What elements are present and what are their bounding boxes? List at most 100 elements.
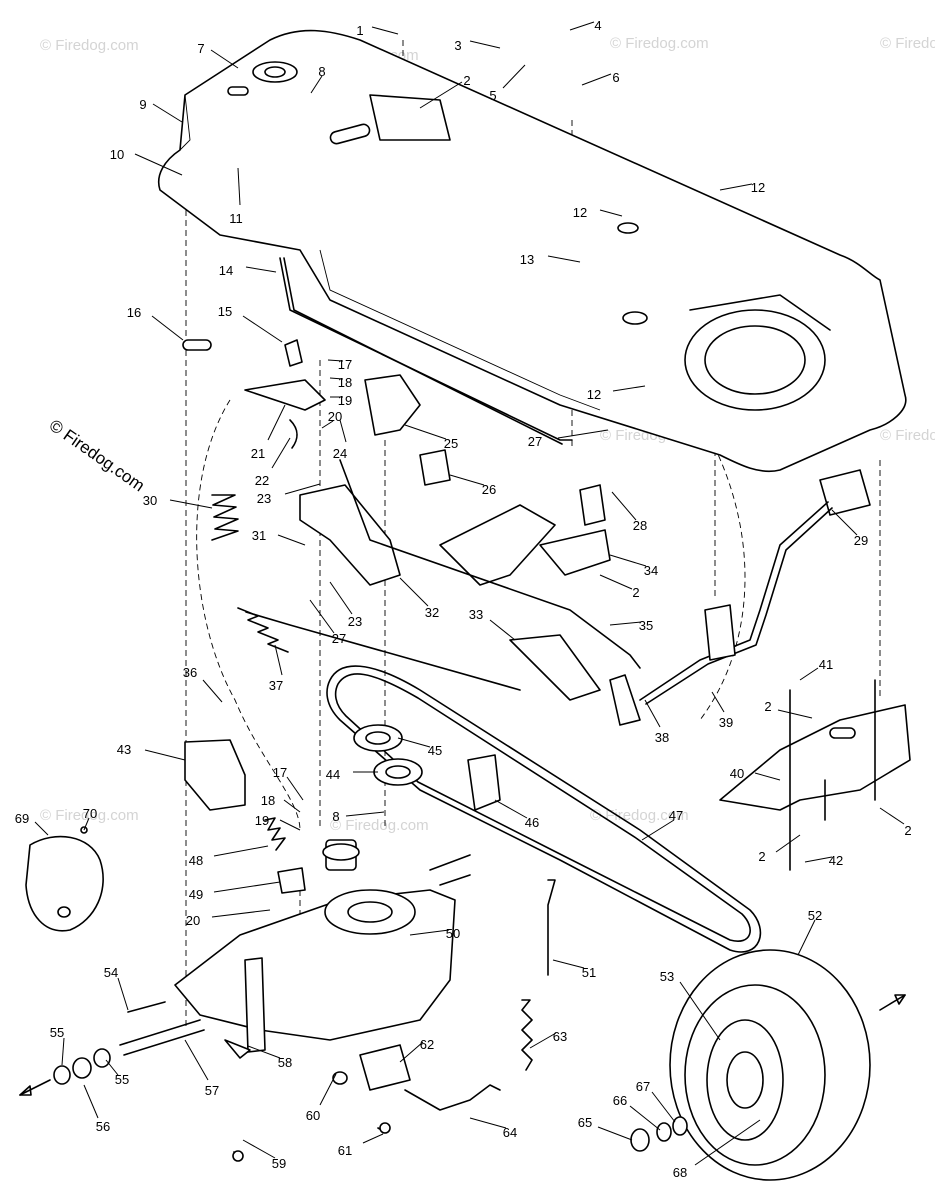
callout-number: 17 [338,357,352,372]
callout-leader-line [286,776,304,801]
callout-leader-line [34,821,49,836]
callout-number: 15 [218,304,232,319]
callout-number: 40 [730,766,744,781]
callout-number: 23 [257,491,271,506]
callout-leader-line [321,420,334,429]
callout-leader-line [679,981,721,1041]
callout-number: 52 [808,908,822,923]
callout-number: 70 [83,806,97,821]
callout-number: 57 [205,1083,219,1098]
callout-leader-line [609,621,642,626]
callout-number: 16 [127,305,141,320]
callout-leader-line [213,881,281,893]
callout-leader-line [237,167,241,206]
callout-number: 68 [673,1165,687,1180]
callout-leader-line [797,919,816,956]
callout-leader-line [144,749,186,761]
callout-leader-line [494,799,528,819]
callout-number: 9 [139,97,146,112]
callout-leader-line [611,491,637,521]
callout-leader-line [694,1119,761,1166]
callout-number: 4 [594,18,601,33]
callout-leader-line [277,534,306,546]
callout-number: 46 [525,815,539,830]
callout-leader-line [547,255,581,263]
callout-number: 12 [573,205,587,220]
callout-number: 45 [428,743,442,758]
callout-number: 2 [904,823,911,838]
watermark-main: © Firedog.com [46,416,148,496]
callout-number: 44 [326,767,340,782]
callout-leader-line [399,1041,424,1063]
callout-number: 12 [587,387,601,402]
callout-leader-line [371,26,399,35]
callout-leader-line [245,266,277,273]
callout-leader-line [831,509,858,536]
callout-leader-line [213,845,269,857]
callout-number: 2 [764,699,771,714]
callout-number: 51 [582,965,596,980]
callout-leader-line [599,574,633,590]
callout-leader-line [609,554,647,567]
callout-number: 18 [261,793,275,808]
callout-number: 35 [639,618,653,633]
callout-number: 20 [186,913,200,928]
callout-number: 37 [269,678,283,693]
callout-leader-line [279,819,301,831]
callout-number: 22 [255,473,269,488]
callout-number: 54 [104,965,118,980]
callout-leader-line [210,49,239,69]
callout-number: 42 [829,853,843,868]
callout-leader-line [283,799,301,813]
callout-leader-line [489,619,516,641]
callout-leader-line [83,817,90,831]
callout-leader-line [502,64,526,89]
callout-leader-line [329,581,353,615]
callout-leader-line [641,819,675,841]
callout-leader-line [719,183,753,191]
watermark-text: © Firedog.com [330,817,429,834]
callout-leader-line [599,209,623,217]
watermark-text: © Firedog.com [40,37,139,54]
callout-leader-line [310,75,323,94]
callout-number: 11 [229,211,243,226]
callout-number: 59 [272,1156,286,1171]
callout-number: 5 [489,88,496,103]
callout-number: 56 [96,1119,110,1134]
callout-number: 10 [110,147,124,162]
callout-number: 13 [520,252,534,267]
callout-number: 2 [758,849,765,864]
callout-number: 7 [197,41,204,56]
callout-number: 3 [454,38,461,53]
callout-leader-line [339,419,347,443]
callout-leader-line [184,1039,209,1081]
callout-leader-line [557,429,609,439]
belt-and-pulleys [184,665,762,953]
callout-leader-line [152,103,183,123]
callout-number: 60 [306,1108,320,1123]
callout-leader-line [775,834,801,853]
linkage-parts [182,257,871,726]
callout-leader-line [449,474,485,486]
callout-number: 63 [553,1029,567,1044]
callout-leader-line [404,424,447,440]
watermark-text: © Firedog.com [610,35,709,52]
callout-number: 65 [578,1115,592,1130]
callout-leader-line [202,679,223,703]
callout-number: 34 [644,563,658,578]
callout-leader-line [211,909,271,918]
callout-number: 30 [143,493,157,508]
callout-leader-line [309,599,335,634]
callout-number: 32 [425,605,439,620]
callout-number: 19 [255,813,269,828]
callout-leader-line [469,40,501,49]
callout-leader-line [651,1091,676,1123]
callout-leader-line [804,856,833,863]
callout-number: 24 [333,446,347,461]
callout-number: 12 [751,180,765,195]
callout-leader-line [151,315,184,341]
callout-leader-line [271,437,291,469]
callout-number: 20 [328,409,342,424]
axle-washers [19,1048,111,1096]
